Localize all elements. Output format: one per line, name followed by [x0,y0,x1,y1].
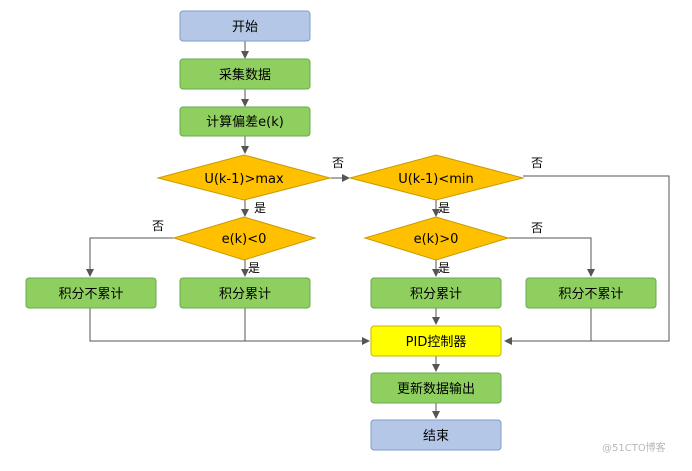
decision-ek-pos-label: e(k)>0 [414,232,459,247]
update-output-node: 更新数据输出 [370,372,502,404]
edge-decmin-no [504,175,670,345]
edge-acc-left-pid [244,308,370,345]
label-no-ek-neg: 否 [152,219,164,233]
label-yes-ek-pos: 是 [438,261,450,275]
edge-ekpos-noacc-right [508,237,595,277]
pid-controller-label: PID控制器 [406,335,467,350]
decision-max-node: U(k-1)>max [156,154,332,201]
no-accumulate-left-node: 积分不累计 [25,277,157,309]
pid-controller-node: PID控制器 [370,325,502,357]
edge-ekneg-noacc-left [86,237,174,277]
accumulate-left-node: 积分累计 [179,277,311,309]
label-no-ek-pos: 否 [531,221,543,235]
start-label: 开始 [232,20,258,35]
decision-ek-neg-node: e(k)<0 [172,216,317,261]
update-output-label: 更新数据输出 [397,381,475,397]
end-label: 结束 [423,429,449,444]
label-no-min: 否 [531,156,543,170]
decision-min-label: U(k-1)<min [398,172,474,187]
no-accumulate-left-label: 积分不累计 [58,287,123,302]
decision-min-node: U(k-1)<min [348,154,525,201]
accumulate-left-label: 积分累计 [219,287,271,302]
end-node: 结束 [370,419,502,451]
compute-node: 计算偏差e(k) [179,106,311,137]
collect-label: 采集数据 [219,67,271,83]
accumulate-right-node: 积分累计 [370,277,502,309]
label-no-max: 否 [332,156,344,170]
connectors [86,41,670,419]
decision-ek-neg-label: e(k)<0 [222,232,267,247]
decision-ek-pos-node: e(k)>0 [363,216,510,261]
edge-noacc-left-pid [89,308,245,342]
start-node: 开始 [179,10,311,42]
no-accumulate-right-label: 积分不累计 [558,287,623,302]
collect-node: 采集数据 [179,58,311,90]
compute-label: 计算偏差e(k) [206,115,284,130]
accumulate-right-label: 积分累计 [410,287,462,302]
watermark: @51CTO博客 [602,441,666,454]
decision-max-label: U(k-1)>max [204,172,284,187]
no-accumulate-right-node: 积分不累计 [525,277,657,309]
label-yes-max: 是 [254,201,266,215]
label-yes-min: 是 [438,201,450,215]
label-yes-ek-neg: 是 [248,261,260,275]
